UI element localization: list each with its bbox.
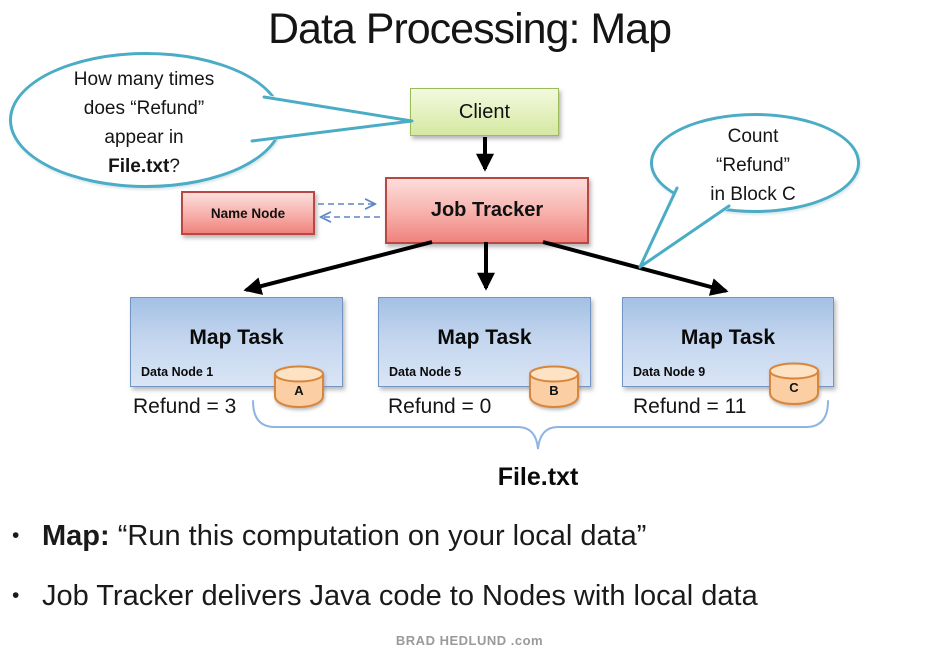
data-node-label: Data Node 9 (633, 365, 706, 379)
bullet-map: • Map: “Run this computation on your loc… (12, 517, 932, 555)
bullet-dot: • (12, 584, 20, 607)
data-node-label: Data Node 1 (141, 365, 214, 379)
file-label: File.txt (497, 463, 579, 491)
map-task-title: Map Task (437, 326, 532, 349)
bullet-job-tracker: • Job Tracker delivers Java code to Node… (12, 577, 932, 615)
speech-bubble-left-text: How many times does “Refund” appear in F… (73, 69, 215, 177)
speech-bubble-right-text: Count “Refund” in Block C (710, 126, 796, 205)
page-title: Data Processing: Map (267, 5, 672, 53)
refund-result-1: Refund = 3 (133, 395, 237, 418)
block-letter: B (549, 383, 558, 398)
name-node: Name Node (181, 191, 315, 235)
block-letter: A (294, 383, 304, 398)
job-tracker-label: Job Tracker (430, 199, 544, 221)
block-letter: C (789, 380, 799, 395)
data-node-label: Data Node 5 (389, 365, 462, 379)
block-cylinder-a: A (274, 365, 324, 409)
block-cylinder-b: B (529, 365, 579, 409)
refund-result-3: Refund = 11 (633, 395, 747, 418)
job-tracker-node: Job Tracker (385, 177, 589, 244)
map-task-title: Map Task (680, 326, 776, 349)
footer-brand: BRAD HEDLUND .com (395, 633, 544, 648)
arrow-jobtracker-to-maptask3 (542, 240, 729, 296)
name-node-label: Name Node (210, 205, 286, 221)
map-task-box-2: Map Task Data Node 5 (378, 297, 591, 387)
block-cylinder-c: C (769, 362, 819, 406)
client-label: Client (458, 100, 511, 123)
map-task-title: Map Task (189, 326, 284, 349)
arrow-jobtracker-to-maptask1 (243, 240, 433, 295)
bullet-dot: • (12, 524, 20, 547)
refund-result-2: Refund = 0 (388, 395, 492, 418)
client-node: Client (410, 88, 559, 136)
speech-bubble-left (9, 52, 283, 188)
